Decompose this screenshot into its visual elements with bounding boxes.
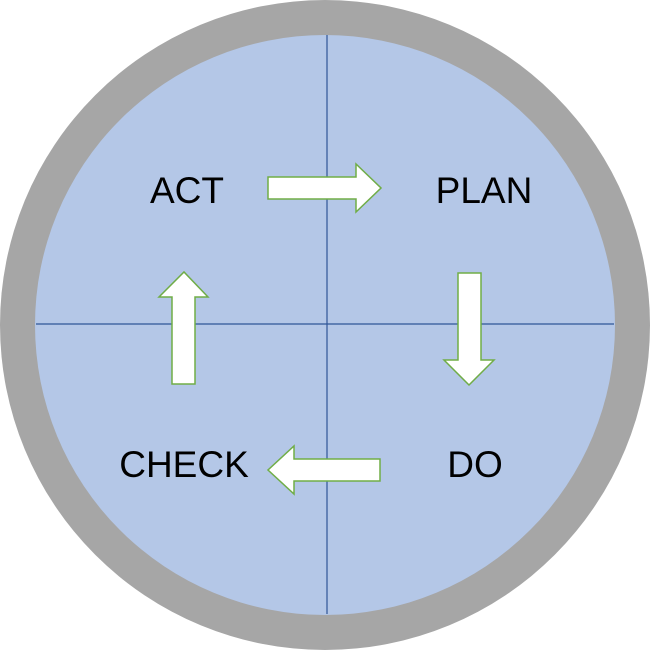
- stage-label-do: DO: [447, 444, 503, 485]
- stage-label-plan: PLAN: [436, 170, 533, 211]
- stage-label-check: CHECK: [119, 444, 249, 485]
- arrow-up-icon: [157, 270, 210, 385]
- arrow-down-icon: [442, 272, 496, 387]
- stage-label-act: ACT: [150, 170, 224, 211]
- arrow-right-icon: [267, 162, 383, 214]
- inner-disc: [35, 35, 615, 615]
- arrow-left-icon: [266, 444, 381, 496]
